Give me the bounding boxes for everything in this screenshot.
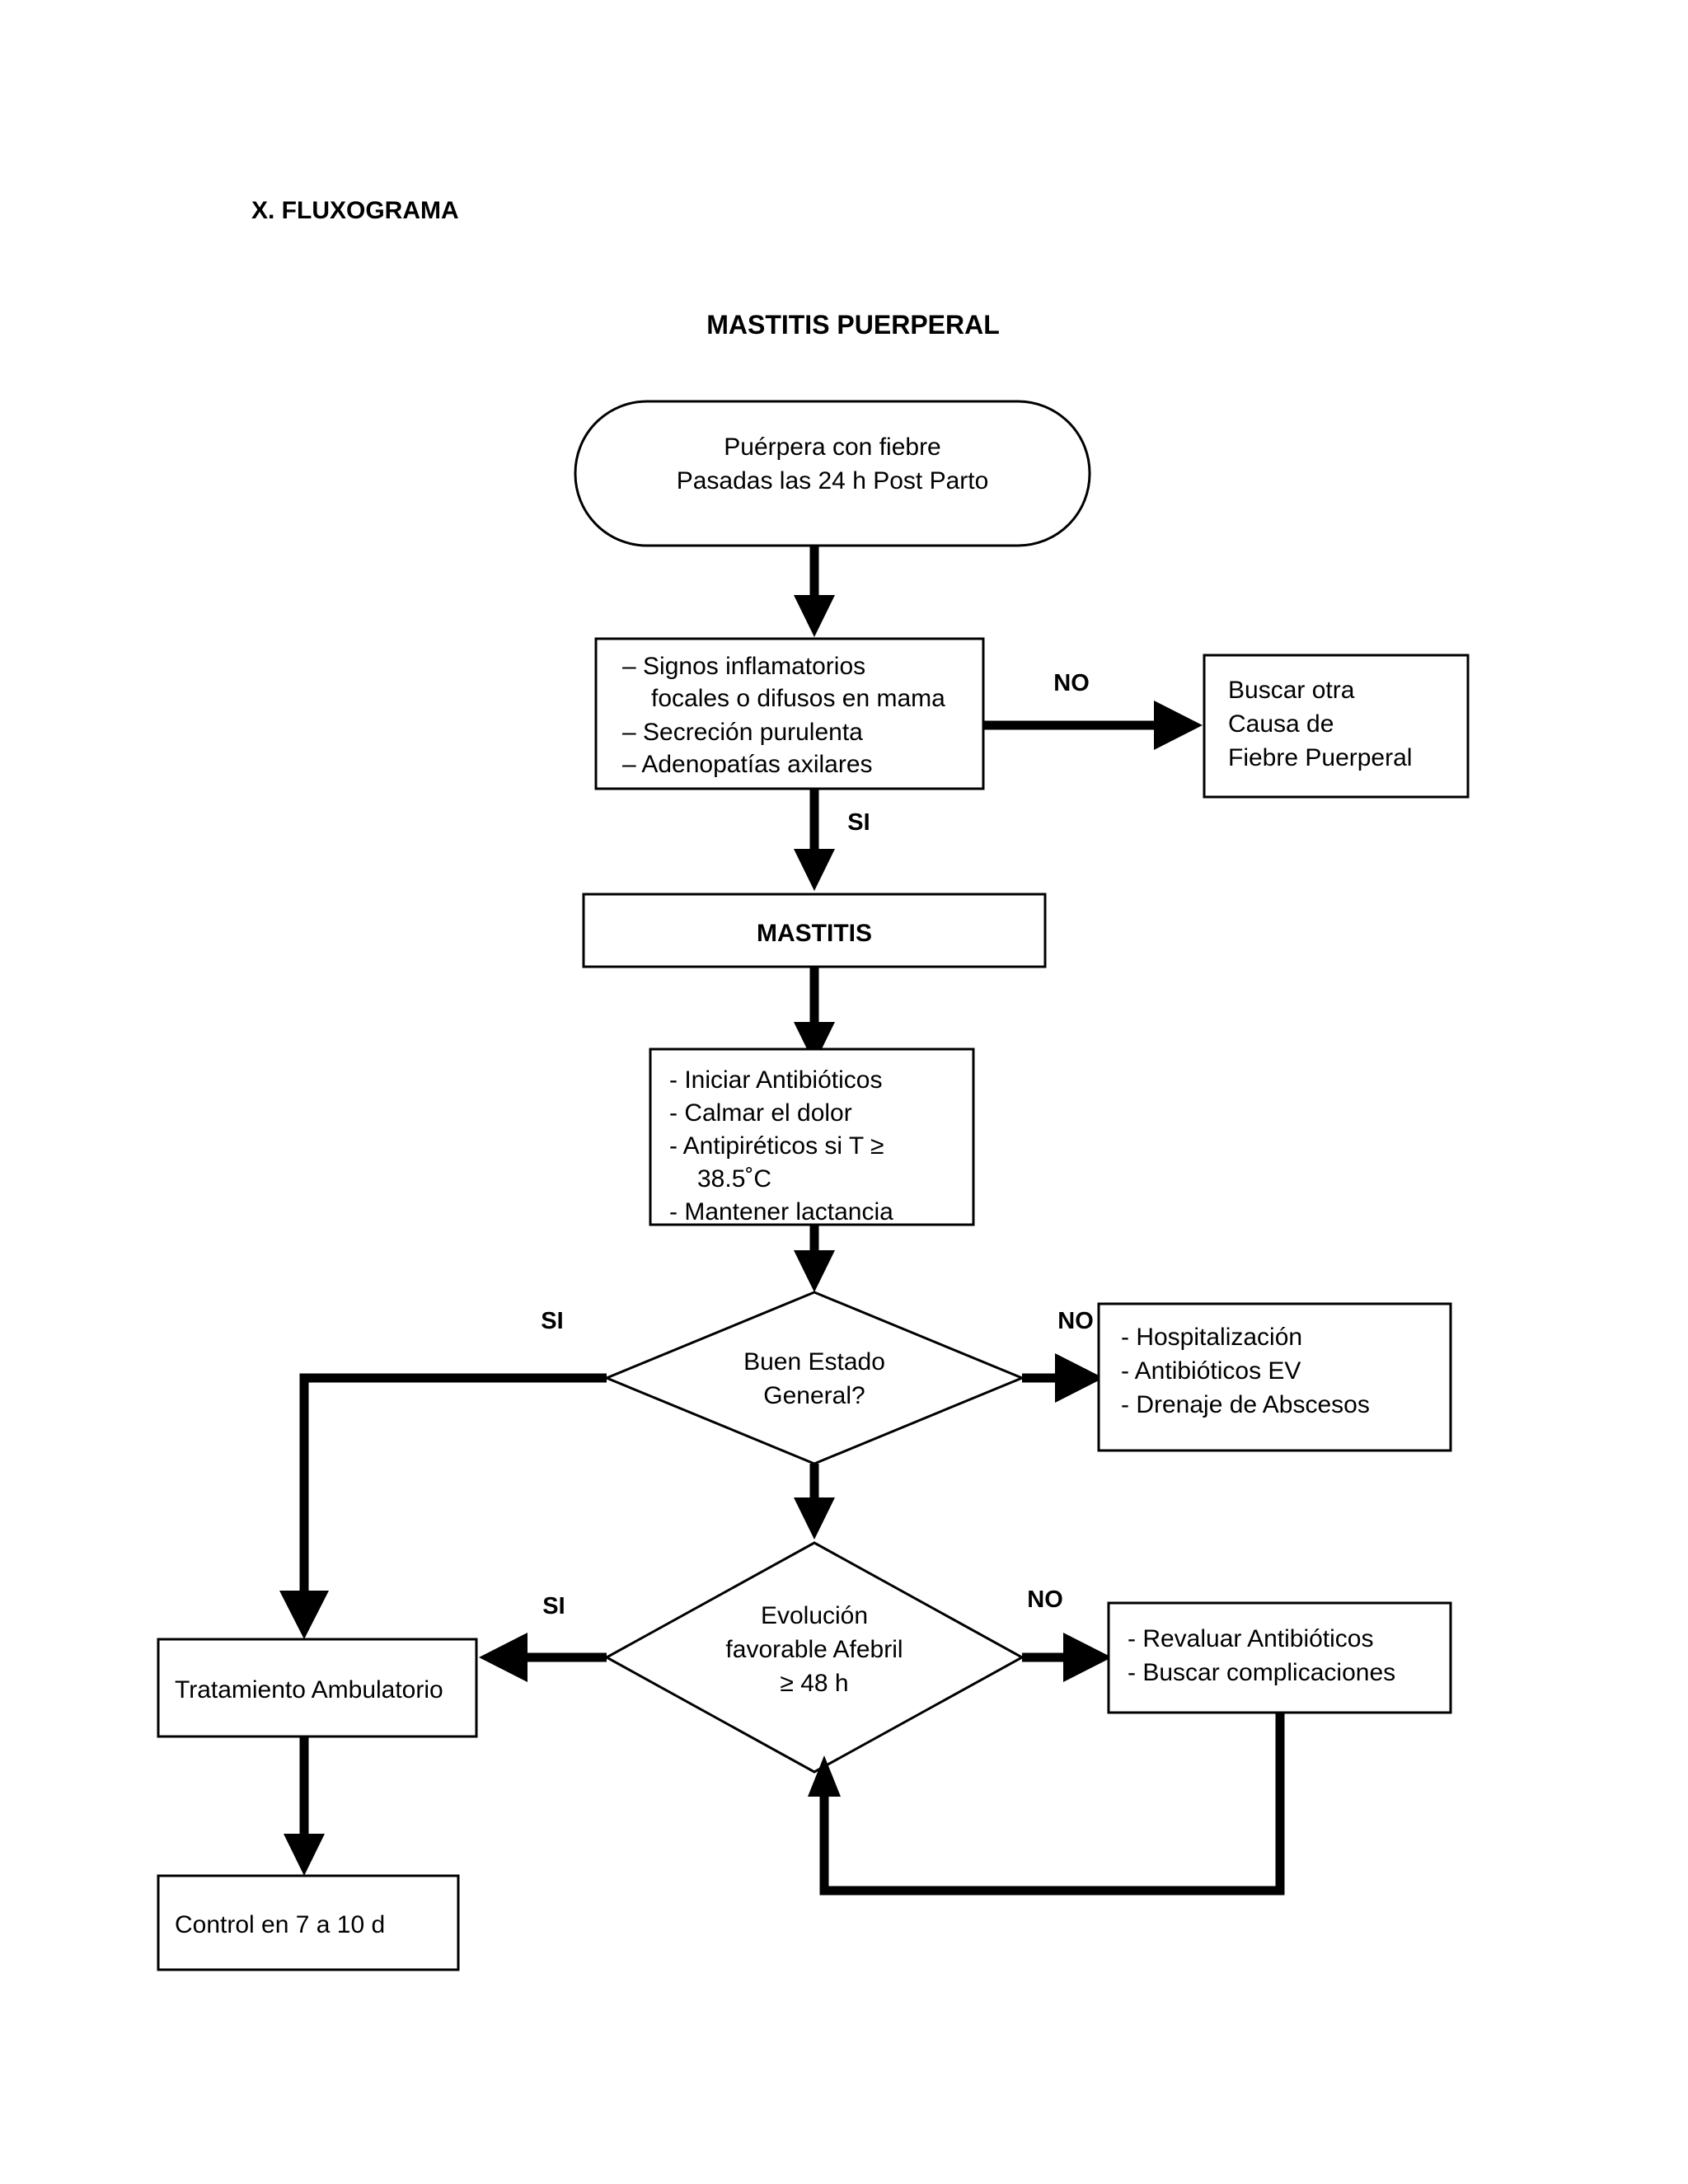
section-heading: X. FLUXOGRAMA (251, 197, 459, 224)
hospital-line-1: - Hospitalización (1121, 1324, 1302, 1351)
arrowhead-general-si (279, 1591, 329, 1639)
decision-evolution-line-3: ≥ 48 h (780, 1670, 848, 1697)
hospitalization-box-shape (1097, 1302, 1452, 1452)
mastitis-box-shape (582, 893, 1047, 968)
arrowhead-treatment-to-decision (794, 1250, 835, 1292)
reassess-box-shape (1107, 1601, 1452, 1714)
treatment-line-1: - Iniciar Antibióticos (669, 1066, 882, 1094)
decision-general-state-shape (603, 1291, 1025, 1465)
start-line-2: Pasadas las 24 h Post Parto (677, 467, 989, 494)
arrowhead-general-down (794, 1497, 835, 1540)
arrowhead-start-to-criteria (794, 595, 835, 637)
other-cause-line-2: Causa de (1228, 710, 1334, 738)
other-cause-line-1: Buscar otra (1228, 677, 1355, 704)
arrowhead-reassess-feedback-loop (808, 1755, 841, 1797)
decision-general-line-1: Buen Estado (743, 1348, 885, 1376)
reassess-line-1: - Revaluar Antibióticos (1128, 1625, 1373, 1652)
criteria-line-1: – Signos inflamatorios (622, 653, 865, 680)
arrowhead-evolution-no (1063, 1633, 1112, 1682)
treatment-line-2: - Calmar el dolor (669, 1099, 852, 1127)
ambulatory-treatment-box-shape (157, 1638, 478, 1738)
edge-reassess-feedback-loop (819, 1713, 1285, 1896)
decision-evolution-line-1: Evolución (761, 1602, 868, 1629)
initial-treatment-box-shape (649, 1047, 975, 1226)
start-terminator-shape (574, 400, 1091, 547)
edge-label-general-si: SI (541, 1308, 563, 1334)
criteria-line-2: focales o difusos en mama (651, 685, 945, 712)
decision-evolution-shape (603, 1541, 1025, 1774)
edge-label-criteria-si: SI (847, 809, 870, 836)
other-cause-line-3: Fiebre Puerperal (1228, 744, 1412, 771)
criteria-box-shape (594, 637, 985, 790)
edge-label-criteria-no: NO (1053, 670, 1090, 696)
decision-evolution-line-2: favorable Afebril (725, 1636, 903, 1663)
ambulatory-label: Tratamiento Ambulatorio (175, 1676, 443, 1704)
arrowhead-criteria-si (794, 849, 835, 891)
decision-general-line-2: General? (763, 1382, 865, 1409)
criteria-line-3: – Secreción purulenta (622, 719, 863, 746)
arrowhead-evolution-si (479, 1633, 528, 1682)
control-label: Control en 7 a 10 d (175, 1911, 385, 1938)
arrowhead-mastitis-to-treatment (794, 1022, 835, 1064)
criteria-line-4: – Adenopatías axilares (622, 751, 873, 778)
edge-label-evolution-no: NO (1027, 1586, 1063, 1613)
treatment-line-4: 38.5˚C (697, 1165, 771, 1193)
treatment-line-3: - Antipiréticos si T ≥ (669, 1132, 884, 1160)
edge-label-evolution-si: SI (542, 1593, 565, 1619)
mastitis-label: MASTITIS (757, 920, 872, 947)
other-cause-box-shape (1203, 654, 1470, 799)
diagram-title: MASTITIS PUERPERAL (706, 310, 1000, 340)
hospital-line-2: - Antibióticos EV (1121, 1357, 1301, 1385)
start-line-1: Puérpera con fiebre (724, 434, 941, 461)
control-box-shape (157, 1874, 460, 1971)
arrowhead-general-no (1055, 1353, 1104, 1403)
arrowhead-criteria-no (1154, 701, 1203, 750)
reassess-line-2: - Buscar complicaciones (1128, 1659, 1395, 1686)
hospital-line-3: - Drenaje de Abscesos (1121, 1391, 1370, 1418)
arrowhead-ambulatory-to-control (284, 1834, 325, 1876)
edge-label-general-no: NO (1057, 1308, 1094, 1334)
treatment-line-5: - Mantener lactancia (669, 1198, 893, 1226)
edge-general-si (299, 1373, 607, 1599)
